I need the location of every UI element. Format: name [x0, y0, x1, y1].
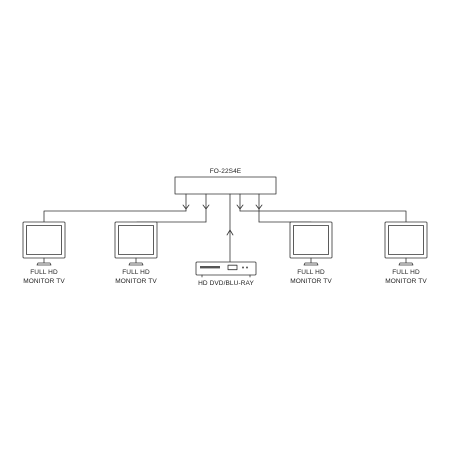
- splitter-model-label: FO-22S4E: [209, 168, 242, 175]
- monitor-4-label-line1: FULL HD: [392, 269, 420, 276]
- monitor-3-label-line1: FULL HD: [297, 269, 325, 276]
- monitor-4-label-line2: MONITOR TV: [385, 278, 427, 285]
- monitor-1-label: FULL HD MONITOR TV: [4, 268, 84, 286]
- monitor-1-label-line1: FULL HD: [30, 269, 58, 276]
- monitor-2-label: FULL HD MONITOR TV: [96, 268, 176, 286]
- monitor-2-icon: [114, 221, 158, 266]
- splitter-box: [174, 176, 277, 195]
- monitor-4-label: FULL HD MONITOR TV: [366, 268, 446, 286]
- monitor-1-label-line2: MONITOR TV: [23, 278, 65, 285]
- splitter-ports: [185, 193, 260, 231]
- monitor-4-icon: [384, 221, 428, 266]
- output-arrow-icons: [182, 204, 263, 210]
- monitor-1-icon: [22, 221, 66, 266]
- monitor-3-label-line2: MONITOR TV: [290, 278, 332, 285]
- dvd-player-icon: [195, 261, 257, 278]
- cable-monitor-1: [43, 210, 187, 223]
- monitor-2-label-line1: FULL HD: [122, 269, 150, 276]
- cable-monitor-4: [239, 210, 407, 223]
- monitor-3-label: FULL HD MONITOR TV: [271, 268, 351, 286]
- monitor-3-icon: [289, 221, 333, 266]
- monitor-2-label-line2: MONITOR TV: [115, 278, 157, 285]
- cables: [43, 210, 407, 264]
- source-label: HD DVD/BLU-RAY: [198, 280, 254, 287]
